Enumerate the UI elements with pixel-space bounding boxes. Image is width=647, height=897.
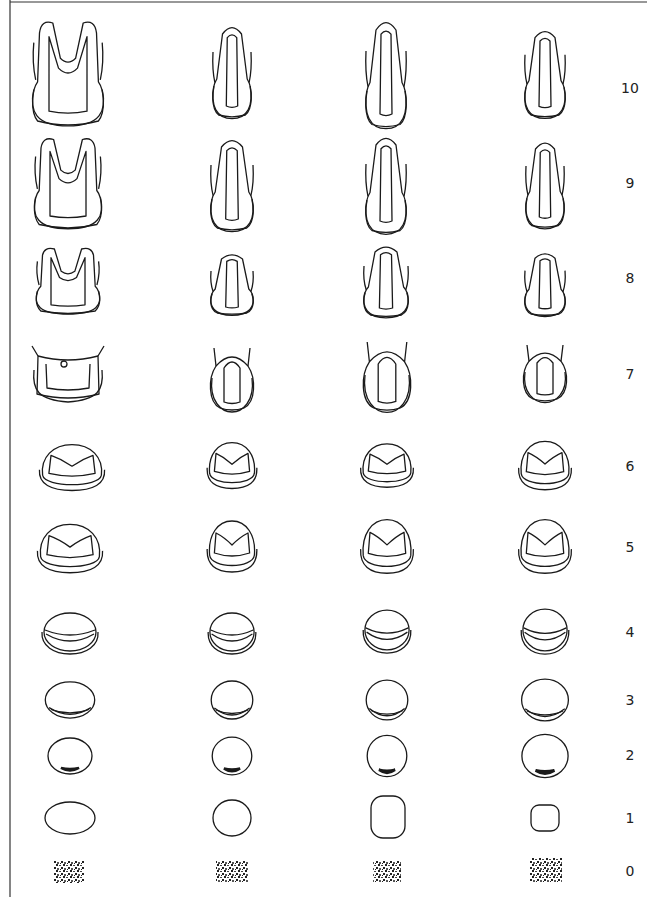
crypt-mark bbox=[373, 861, 401, 882]
tooth-outline bbox=[210, 348, 253, 412]
stage-number: 4 bbox=[615, 623, 645, 641]
tooth-bud bbox=[367, 735, 407, 776]
tooth-outline bbox=[34, 139, 101, 229]
frame-line bbox=[10, 1, 647, 2]
tooth-crown bbox=[366, 680, 408, 720]
crypt-mark bbox=[216, 860, 248, 882]
tooth-crown bbox=[207, 443, 257, 489]
tooth-crown bbox=[37, 524, 102, 572]
tooth-follicle bbox=[371, 796, 405, 838]
tooth-outline bbox=[366, 138, 407, 234]
tooth-crown bbox=[207, 521, 257, 572]
tooth-crown bbox=[522, 679, 569, 721]
tooth-outline bbox=[525, 32, 566, 119]
stage-number: 1 bbox=[615, 809, 645, 827]
tooth-outline bbox=[211, 141, 254, 232]
tooth-crown bbox=[361, 520, 414, 574]
stage-number: 8 bbox=[615, 269, 645, 287]
tooth-outline bbox=[213, 28, 252, 119]
stage-number: 10 bbox=[615, 79, 645, 97]
stage-number: 6 bbox=[615, 457, 645, 475]
tooth-outline bbox=[523, 345, 566, 403]
tooth-crown bbox=[208, 613, 256, 654]
tooth-outline bbox=[36, 248, 100, 314]
crypt-mark bbox=[54, 861, 84, 883]
stage-number: 9 bbox=[615, 174, 645, 192]
tooth-outline bbox=[32, 346, 104, 402]
tooth-outline bbox=[366, 23, 407, 129]
tooth-crown bbox=[45, 682, 94, 718]
tooth-crown bbox=[361, 444, 414, 487]
tooth-bud bbox=[212, 737, 252, 775]
tooth-bud bbox=[522, 734, 568, 777]
tooth-crown bbox=[363, 610, 411, 653]
tooth-crown bbox=[521, 609, 569, 654]
tooth-outline bbox=[525, 254, 566, 317]
tooth-outline bbox=[364, 247, 409, 318]
tooth-follicle bbox=[213, 800, 251, 836]
tooth-outline bbox=[363, 342, 410, 412]
stage-number: 7 bbox=[615, 365, 645, 383]
tooth-outline bbox=[211, 255, 254, 316]
tooth-follicle bbox=[45, 802, 95, 834]
crypt-mark bbox=[530, 858, 562, 882]
tooth-crown bbox=[211, 681, 253, 719]
tooth-crown bbox=[39, 445, 104, 491]
frame-line bbox=[9, 0, 10, 897]
tooth-follicle bbox=[531, 805, 559, 831]
stage-number: 3 bbox=[615, 691, 645, 709]
stage-number: 5 bbox=[615, 538, 645, 556]
stage-number: 2 bbox=[615, 746, 645, 764]
tooth-outline bbox=[526, 143, 565, 229]
stage-number: 0 bbox=[615, 862, 645, 880]
tooth-crown bbox=[42, 613, 98, 654]
tooth-outline bbox=[32, 22, 103, 126]
tooth-crown bbox=[519, 520, 572, 574]
tooth-crown bbox=[519, 441, 572, 489]
tooth-bud bbox=[48, 738, 92, 774]
